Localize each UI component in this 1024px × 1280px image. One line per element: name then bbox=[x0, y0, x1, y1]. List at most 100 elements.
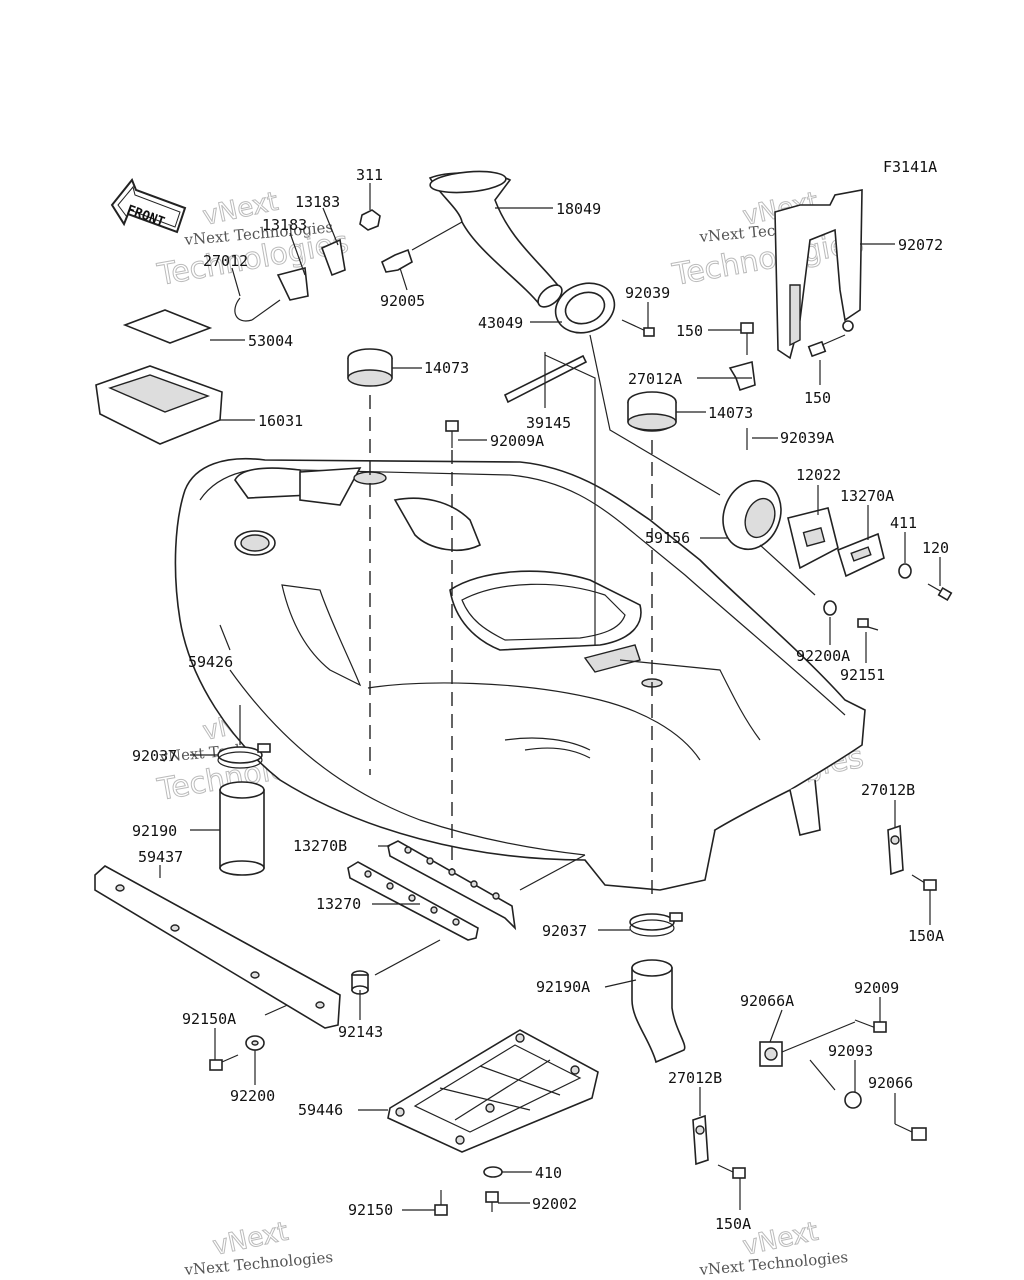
part-27012A-bracket bbox=[728, 360, 756, 392]
part-92190A-hose bbox=[631, 959, 686, 1064]
part-92200A-washer bbox=[823, 600, 837, 616]
label-410: 410 bbox=[535, 1164, 562, 1182]
part-13270-strap bbox=[347, 861, 479, 941]
label-92200: 92200 bbox=[230, 1087, 275, 1105]
label-13270B: 13270B bbox=[293, 837, 347, 855]
part-92005-fitting bbox=[380, 221, 463, 273]
label-411: 411 bbox=[890, 514, 917, 532]
label-92093: 92093 bbox=[828, 1042, 873, 1060]
part-92009-bolt bbox=[854, 1019, 887, 1033]
label-14073-a: 14073 bbox=[424, 359, 469, 377]
label-59437: 59437 bbox=[138, 848, 183, 866]
label-150A-a: 150A bbox=[908, 927, 944, 945]
part-150A-bolt-lower bbox=[717, 1164, 746, 1179]
part-12022-plate bbox=[787, 507, 839, 570]
part-59156-cover bbox=[722, 479, 782, 551]
label-92190: 92190 bbox=[132, 822, 177, 840]
label-13183-b: 13183 bbox=[262, 216, 307, 234]
label-92039A: 92039A bbox=[780, 429, 834, 447]
label-12022: 12022 bbox=[796, 466, 841, 484]
label-27012: 27012 bbox=[203, 252, 248, 270]
leader-lines bbox=[159, 183, 941, 1211]
label-92150: 92150 bbox=[348, 1201, 393, 1219]
part-92150-bolt bbox=[434, 1190, 448, 1216]
label-92002: 92002 bbox=[532, 1195, 577, 1213]
part-92150A-bolt bbox=[209, 1054, 239, 1071]
label-59426: 59426 bbox=[188, 653, 233, 671]
part-14073-cap-right bbox=[627, 391, 677, 432]
label-92150A: 92150A bbox=[182, 1010, 236, 1028]
guide-line-43049 bbox=[589, 334, 721, 496]
part-311-nut bbox=[359, 209, 381, 231]
guide-line-59156 bbox=[759, 544, 816, 596]
label-120: 120 bbox=[922, 539, 949, 557]
label-92009: 92009 bbox=[854, 979, 899, 997]
part-92143-fitting bbox=[351, 970, 369, 995]
part-labels: 311 13183 13183 27012 92005 18049 92072 … bbox=[132, 166, 949, 1233]
guide-line-92093 bbox=[809, 1059, 836, 1091]
part-92066A-fitting bbox=[759, 1041, 783, 1067]
part-92002-bolt bbox=[485, 1191, 499, 1212]
part-16031-tray bbox=[95, 365, 223, 445]
label-150-a: 150 bbox=[676, 322, 703, 340]
part-411-washer bbox=[898, 563, 912, 579]
part-410-washer bbox=[483, 1166, 503, 1178]
part-92009A-bolt bbox=[445, 420, 459, 448]
part-120-bolt bbox=[927, 583, 953, 602]
part-14073-cap-left bbox=[347, 348, 393, 387]
part-27012B-bracket-lower bbox=[692, 1114, 709, 1166]
part-92039-bolt bbox=[621, 319, 655, 337]
label-92190A: 92190A bbox=[536, 978, 590, 996]
label-59446: 59446 bbox=[298, 1101, 343, 1119]
part-92037-clamp-right bbox=[629, 912, 683, 937]
label-27012B-b: 27012B bbox=[668, 1069, 722, 1087]
part-150-bolt-right bbox=[807, 334, 846, 358]
part-59426-hull bbox=[174, 458, 866, 891]
label-14073-b: 14073 bbox=[708, 404, 753, 422]
part-150A-bolt-upper bbox=[911, 874, 937, 891]
diagram-code: F3141A bbox=[883, 158, 937, 176]
guide-line-92143 bbox=[374, 939, 441, 976]
label-43049: 43049 bbox=[478, 314, 523, 332]
label-92072: 92072 bbox=[898, 236, 943, 254]
label-13183-a: 13183 bbox=[295, 193, 340, 211]
front-arrow-icon: FRONT bbox=[110, 178, 187, 234]
part-92200-washer bbox=[245, 1035, 265, 1051]
part-92190-hose bbox=[219, 781, 265, 876]
label-92037-b: 92037 bbox=[542, 922, 587, 940]
label-59156: 59156 bbox=[645, 529, 690, 547]
label-92200A: 92200A bbox=[796, 647, 850, 665]
part-43049-gasket bbox=[554, 282, 616, 334]
label-18049: 18049 bbox=[556, 200, 601, 218]
part-27012B-bracket-upper bbox=[887, 824, 904, 876]
label-27012B-a: 27012B bbox=[861, 781, 915, 799]
label-92151: 92151 bbox=[840, 666, 885, 684]
part-92072-bracket bbox=[774, 189, 863, 360]
guide-line-13270B bbox=[519, 854, 586, 891]
label-92066A: 92066A bbox=[740, 992, 794, 1010]
part-13270B-strap bbox=[387, 840, 517, 931]
part-92151-bolt bbox=[857, 618, 879, 631]
watermark-top-right: vNext vNext Technologies Technologies bbox=[669, 186, 867, 293]
label-311: 311 bbox=[356, 166, 383, 184]
part-92066-bolt bbox=[894, 1123, 927, 1141]
label-92039: 92039 bbox=[625, 284, 670, 302]
part-53004-pad bbox=[122, 309, 213, 344]
label-150-b: 150 bbox=[804, 389, 831, 407]
label-27012A: 27012A bbox=[628, 370, 682, 388]
label-13270A: 13270A bbox=[840, 487, 894, 505]
watermark-bottom-left: vNext vNext Technologies bbox=[183, 1216, 334, 1279]
part-59446-plate bbox=[387, 1029, 599, 1153]
part-13270A-bracket bbox=[837, 532, 885, 578]
part-59437-rail bbox=[94, 865, 341, 1029]
label-92037-a: 92037 bbox=[132, 747, 177, 765]
label-92009A: 92009A bbox=[490, 432, 544, 450]
label-39145: 39145 bbox=[526, 414, 571, 432]
label-16031: 16031 bbox=[258, 412, 303, 430]
part-18049-tube bbox=[428, 170, 563, 308]
label-150A-b: 150A bbox=[715, 1215, 751, 1233]
guide-line-39145 bbox=[544, 354, 596, 645]
label-92005: 92005 bbox=[380, 292, 425, 310]
part-27012-clip bbox=[234, 238, 346, 322]
